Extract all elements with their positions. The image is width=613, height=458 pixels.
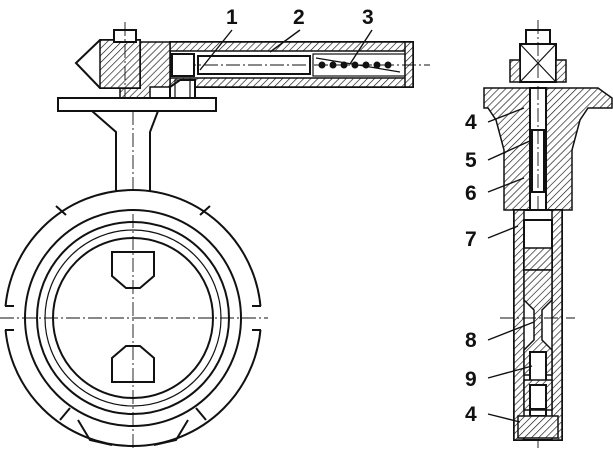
label-8: 8 [465,329,477,352]
side-section-view: 4 5 6 7 8 9 4 [465,20,613,448]
label-1: 1 [226,6,238,29]
valve-body [0,189,268,448]
label-2: 2 [293,6,305,29]
label-9: 9 [465,368,477,391]
label-4-bottom: 4 [465,403,477,426]
front-view: 1 2 3 [0,6,430,448]
label-3: 3 [362,6,374,29]
label-4-top: 4 [465,111,477,134]
sector-plate [57,97,217,112]
label-7: 7 [465,228,477,251]
lever-handle [74,22,430,108]
label-6: 6 [465,182,477,205]
label-5: 5 [465,149,477,172]
